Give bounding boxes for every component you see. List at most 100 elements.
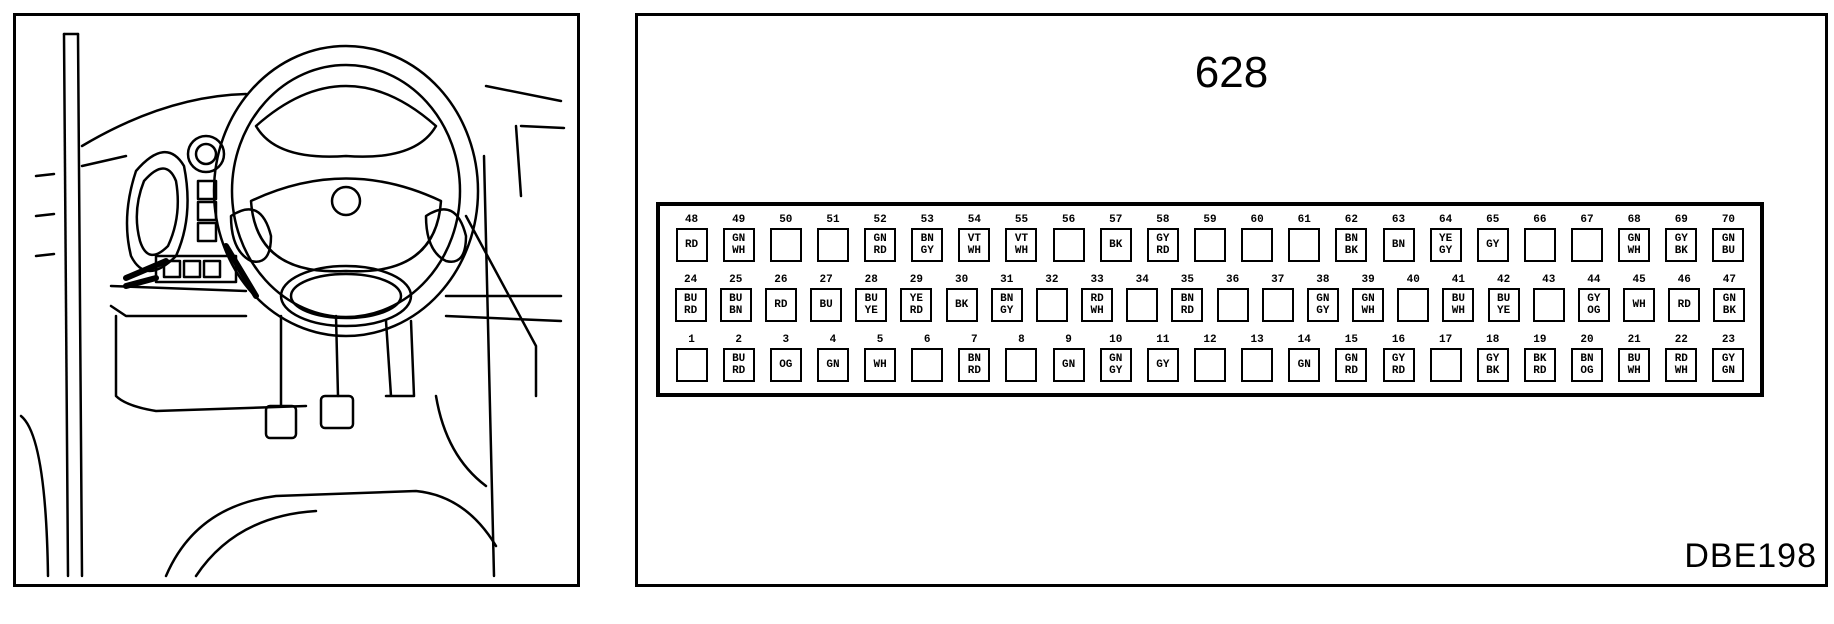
pin-cavity: BK <box>945 288 978 322</box>
pin-number: 31 <box>1000 274 1014 286</box>
dashboard-location-illustration <box>13 13 580 587</box>
pin-number: 4 <box>829 334 837 346</box>
wire-color-code: BK <box>954 299 969 311</box>
pin-cavity <box>1052 228 1085 262</box>
a-pillar <box>19 32 84 578</box>
pin-50: 50 <box>769 214 802 262</box>
pin-cavity <box>1035 288 1068 322</box>
pin-59: 59 <box>1194 214 1226 262</box>
wire-color-code: GN <box>826 359 840 371</box>
wire-color-code: BN <box>1344 233 1358 245</box>
wire-color-code: GN <box>1361 293 1375 305</box>
pin-cavity <box>1216 288 1249 322</box>
pin-number: 58 <box>1156 214 1170 226</box>
pin-cavity <box>1241 348 1274 382</box>
wire-color-code: GY <box>1486 353 1500 365</box>
wire-color-code: RD <box>684 239 699 251</box>
pin-cavity: WH <box>864 348 897 382</box>
wire-color-code: GN <box>1316 293 1330 305</box>
wire-color-code: BU <box>1627 353 1641 365</box>
wire-color-code: GN <box>1722 293 1736 305</box>
wire-color-code: RD <box>1180 305 1194 317</box>
wire-color-code: YE <box>864 305 878 317</box>
pin-number: 43 <box>1542 274 1556 286</box>
pin-number: 45 <box>1632 274 1646 286</box>
pin-number: 50 <box>779 214 793 226</box>
pin-cavity <box>816 228 849 262</box>
pin-cavity: GY <box>1476 228 1509 262</box>
wire-color-code: RD <box>1674 353 1688 365</box>
pin-number: 10 <box>1109 334 1123 346</box>
pin-cavity: RD <box>675 228 708 262</box>
pin-17: 17 <box>1429 334 1462 382</box>
pin-number: 35 <box>1180 274 1194 286</box>
wire-color-code: BU <box>1451 293 1465 305</box>
pin-number: 63 <box>1391 214 1406 226</box>
dashboard-outline <box>80 84 566 578</box>
pin-56: 56 <box>1052 214 1085 262</box>
pin-number: 57 <box>1109 214 1123 226</box>
pin-number: 12 <box>1203 334 1217 346</box>
wire-color-code: YE <box>909 293 923 305</box>
wire-color-code: WH <box>1627 245 1641 257</box>
pin-cavity <box>1288 228 1321 262</box>
wire-color-code: GY <box>1391 353 1406 365</box>
wire-color-code: RD <box>1344 365 1358 377</box>
wire-color-code: WH <box>732 245 746 257</box>
pin-cavity <box>1429 348 1462 382</box>
pin-number: 51 <box>826 214 840 226</box>
pin-cavity <box>1241 228 1274 262</box>
wire-color-code: YE <box>1439 233 1453 245</box>
wire-color-code: GN <box>1297 359 1311 371</box>
wire-color-code: RD <box>967 365 981 377</box>
pin-66: 66 <box>1523 214 1556 262</box>
wire-color-code: WH <box>967 245 981 257</box>
pin-number: 37 <box>1271 274 1285 286</box>
pin-36: 36 <box>1216 274 1249 322</box>
wire-color-code: BU <box>1496 293 1511 305</box>
wire-color-code: GN <box>1721 365 1736 377</box>
pin-number: 52 <box>873 214 887 226</box>
wire-color-code: OG <box>1587 305 1601 317</box>
pin-number: 49 <box>732 214 746 226</box>
pin-cavity <box>769 228 802 262</box>
pin-number: 42 <box>1496 274 1511 286</box>
pin-number: 60 <box>1250 214 1264 226</box>
wire-color-code: BK <box>1109 239 1123 251</box>
pin-cavity: BN <box>1382 228 1415 262</box>
pin-34: 34 <box>1126 274 1159 322</box>
wire-color-code: RD <box>1533 365 1547 377</box>
wire-color-code: WH <box>1361 305 1375 317</box>
dashboard-line-drawing <box>19 32 566 578</box>
pin-number: 16 <box>1391 334 1406 346</box>
pin-13: 13 <box>1241 334 1274 382</box>
